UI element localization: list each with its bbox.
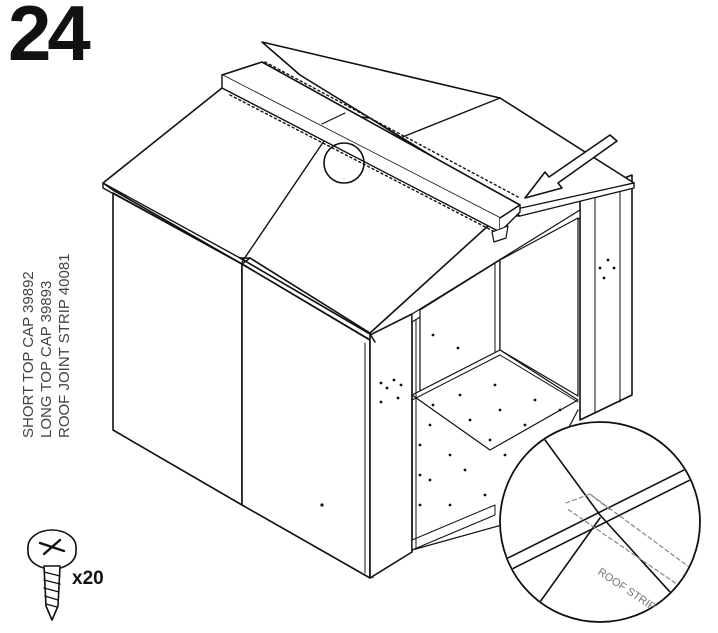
right-rear-wall <box>579 174 633 421</box>
roof <box>102 41 635 343</box>
bolt-holes <box>320 258 616 507</box>
detail-magnifier <box>499 421 701 623</box>
interior-floor <box>411 349 579 451</box>
joint-callout-circle <box>323 142 365 184</box>
roof-joint-left <box>241 131 331 263</box>
insert-arrow-icon <box>524 134 618 199</box>
step-number: 24 <box>8 0 91 77</box>
dotted-screw-line-lower <box>229 94 496 233</box>
right-door-post <box>369 313 413 579</box>
roof-strip-dashed <box>565 493 699 601</box>
roof-joint-right <box>399 97 501 139</box>
screw-icon <box>27 529 77 621</box>
screw-quantity: x20 <box>72 568 104 589</box>
dotted-screw-line-upper <box>264 61 521 199</box>
shed-body <box>112 174 633 579</box>
